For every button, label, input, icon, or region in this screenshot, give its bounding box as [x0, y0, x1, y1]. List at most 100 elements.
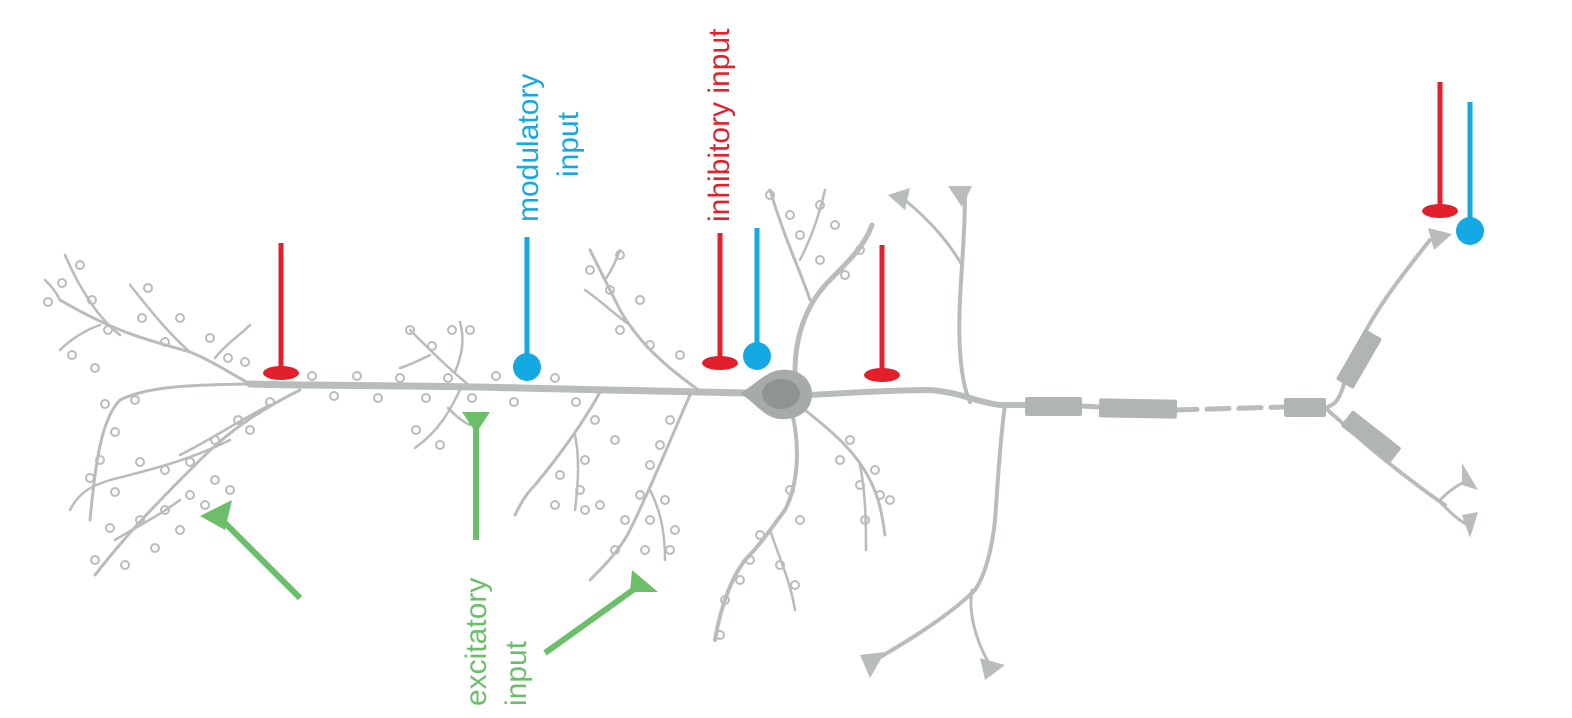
dendrite-branch: [128, 283, 192, 354]
dendritic-spine: [815, 255, 825, 265]
dendritic-spine: [75, 260, 85, 270]
excitatory-terminal: [462, 412, 490, 433]
dendritic-spine: [225, 485, 235, 495]
inhibitory-terminal: [702, 356, 738, 370]
axon-dashed: [1172, 404, 1288, 413]
myelin-sheaths: [1025, 329, 1401, 464]
modulatory-label: modulatory input: [512, 65, 585, 222]
dendritic-spine: [735, 575, 745, 585]
dendritic-spine: [775, 560, 785, 570]
dendritic-spine: [411, 425, 421, 435]
dendritic-spine: [465, 325, 475, 335]
dendritic-spine: [110, 427, 120, 437]
myelin-sheath: [1336, 329, 1382, 389]
dendritic-spine: [785, 485, 795, 495]
excitatory-axon: [217, 515, 303, 601]
dendritic-spine: [120, 560, 130, 570]
dendrite-branch: [573, 433, 580, 512]
dendritic-spine: [185, 490, 195, 500]
dendritic-spine: [491, 371, 501, 381]
axon: [805, 387, 1028, 408]
dendritic-spine: [610, 545, 620, 555]
myelin-sheath: [1341, 410, 1401, 464]
dendritic-spine: [815, 200, 825, 210]
dendritic-spine: [435, 440, 445, 450]
excitatory-axon: [543, 582, 642, 656]
inhibitory-terminal: [1422, 204, 1458, 218]
excitatory-inputs: [200, 412, 658, 656]
myelin-sheath: [1098, 398, 1178, 419]
dendritic-spine: [835, 455, 845, 465]
dendrite-branch: [446, 406, 472, 427]
dendritic-spine: [855, 245, 865, 255]
dendritic-spine: [645, 340, 655, 350]
dendrite-branch: [603, 248, 622, 282]
apical-dendrite-trunk: [246, 380, 749, 397]
dendritic-spine: [715, 630, 725, 640]
axon-node: [1077, 403, 1103, 410]
dendritic-spine: [615, 325, 625, 335]
soma: [740, 369, 812, 420]
dendritic-spine: [200, 500, 210, 510]
dendrite-branch: [68, 438, 232, 512]
dendritic-spine: [160, 337, 170, 347]
dendritic-spine: [137, 313, 147, 323]
dendrite-branch: [58, 323, 102, 352]
dendritic-spine: [830, 220, 840, 230]
axon-terminal-branch: [1323, 238, 1432, 410]
dendritic-spine: [845, 435, 855, 445]
dendritic-spine: [575, 485, 585, 495]
dendritic-spine: [205, 333, 215, 343]
dendritic-spine: [90, 555, 100, 565]
dendritic-spine: [395, 373, 405, 383]
modulatory-terminal: [513, 353, 541, 381]
dendritic-spine: [610, 435, 620, 445]
dendritic-spine: [640, 545, 650, 555]
dendritic-spine: [143, 283, 153, 293]
dendritic-spine: [660, 495, 670, 505]
dendrite-branch: [713, 403, 799, 642]
dendritic-spine: [645, 460, 655, 470]
dendritic-spine: [352, 371, 362, 381]
dendritic-spine: [87, 295, 97, 305]
dendritic-spine: [555, 470, 565, 480]
dendritic-spine: [571, 397, 581, 407]
inhibitory-terminal: [864, 368, 900, 382]
inhibitory-terminal: [263, 366, 299, 380]
dendrite-branch: [583, 288, 632, 327]
dendritic-spine: [223, 353, 233, 363]
dendritic-spine: [245, 425, 255, 435]
dendritic-spine: [595, 500, 605, 510]
dendrite-branch: [88, 382, 252, 522]
dendritic-spine: [785, 210, 795, 220]
dendritic-spine: [130, 395, 140, 405]
neuron: [43, 188, 1472, 667]
dendritic-spine: [427, 341, 437, 351]
dendrite-branch: [798, 188, 827, 262]
dendritic-spine: [467, 393, 477, 403]
dendritic-spine: [90, 363, 100, 373]
modulatory-terminal: [1456, 217, 1484, 245]
dendritic-spine: [67, 350, 77, 360]
dendrite-branch: [213, 323, 252, 360]
dendritic-spine: [307, 371, 317, 381]
dendrite-branch: [93, 388, 302, 577]
dendrite-branch: [413, 388, 462, 450]
dendritic-spine: [175, 525, 185, 535]
dendrite-branch: [58, 298, 252, 386]
dendrite-branch: [453, 320, 464, 374]
dendritic-spine: [840, 270, 850, 280]
dendritic-spine: [233, 415, 243, 425]
excitatory-terminal: [630, 570, 658, 592]
axon-terminal-branch: [1438, 500, 1470, 527]
dendritic-spine: [105, 523, 115, 533]
dendritic-spine: [210, 435, 220, 445]
dendritic-spine: [550, 500, 560, 510]
dendritic-spine: [240, 357, 250, 367]
dendritic-spine: [160, 465, 170, 475]
dendritic-spine: [405, 325, 415, 335]
inhibitory-label: inhibitory input: [703, 28, 736, 222]
dendrite-branch: [63, 253, 122, 337]
dendritic-spine: [135, 457, 145, 467]
